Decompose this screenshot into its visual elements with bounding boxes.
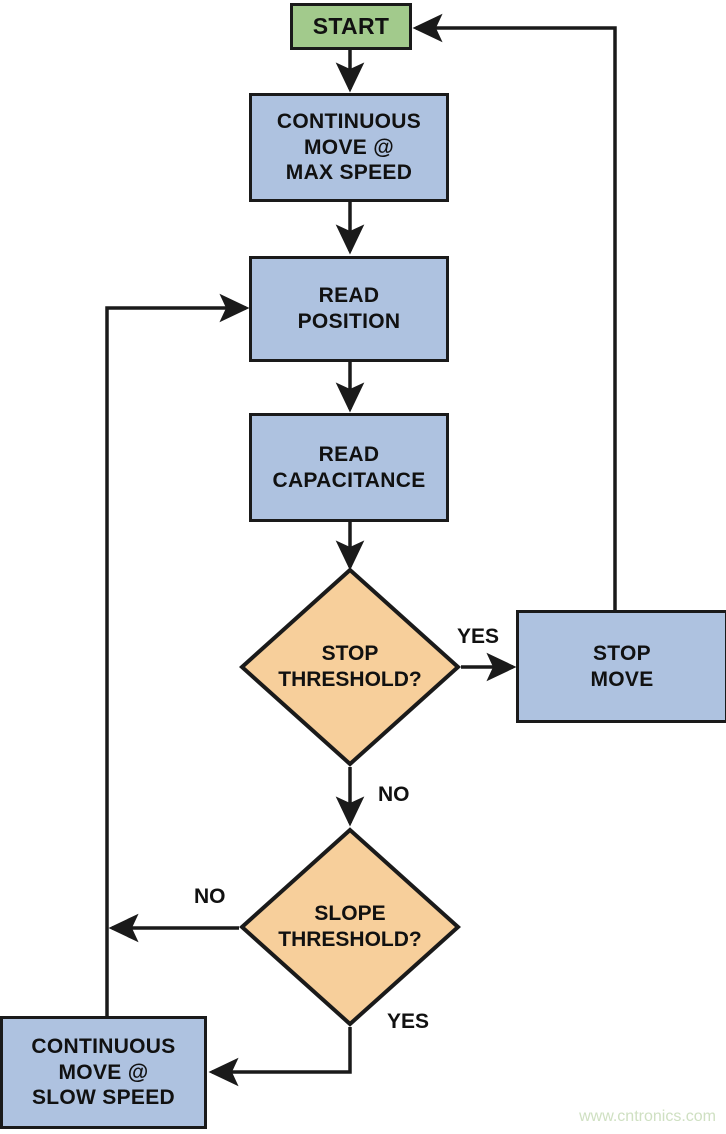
node-stop-threshold[interactable]: STOP THRESHOLD?	[239, 567, 461, 767]
edge-label-slope-threshold-yes: YES	[387, 1010, 430, 1033]
edge-stop-move-to-start	[412, 13, 617, 610]
node-continuous-move-slow-speed[interactable]: CONTINUOUS MOVE @ SLOW SPEED	[0, 1016, 207, 1129]
node-slope-threshold[interactable]: SLOPE THRESHOLD?	[239, 827, 461, 1027]
node-read-capacitance-label: READ CAPACITANCE	[272, 442, 426, 492]
node-start[interactable]: START	[290, 3, 412, 50]
node-continuous-move-max-speed[interactable]: CONTINUOUS MOVE @ MAX SPEED	[249, 93, 449, 202]
slope-threshold-diamond-shape	[239, 827, 461, 1027]
node-read-position-label: READ POSITION	[297, 284, 401, 333]
node-continuous-move-slow-speed-label: CONTINUOUS MOVE @ SLOW SPEED	[31, 1035, 176, 1110]
edge-cont-slow-to-read-position	[105, 293, 250, 1016]
watermark-text: www.cntronics.com	[579, 1108, 716, 1125]
edge-slope-threshold-yes-to-cont-slow	[208, 1027, 352, 1087]
node-stop-move[interactable]: STOP MOVE	[516, 610, 726, 723]
edge-label-stop-threshold-yes: YES	[457, 625, 500, 648]
edge-label-slope-threshold-no: NO	[194, 885, 226, 908]
node-continuous-move-max-speed-label: CONTINUOUS MOVE @ MAX SPEED	[276, 110, 422, 185]
edge-label-stop-threshold-no: NO	[378, 783, 410, 806]
node-read-position[interactable]: READ POSITION	[249, 256, 449, 362]
node-start-label: START	[312, 12, 390, 39]
node-stop-move-label: STOP MOVE	[590, 641, 654, 691]
node-read-capacitance[interactable]: READ CAPACITANCE	[249, 413, 449, 522]
stop-threshold-diamond-shape	[239, 567, 461, 767]
